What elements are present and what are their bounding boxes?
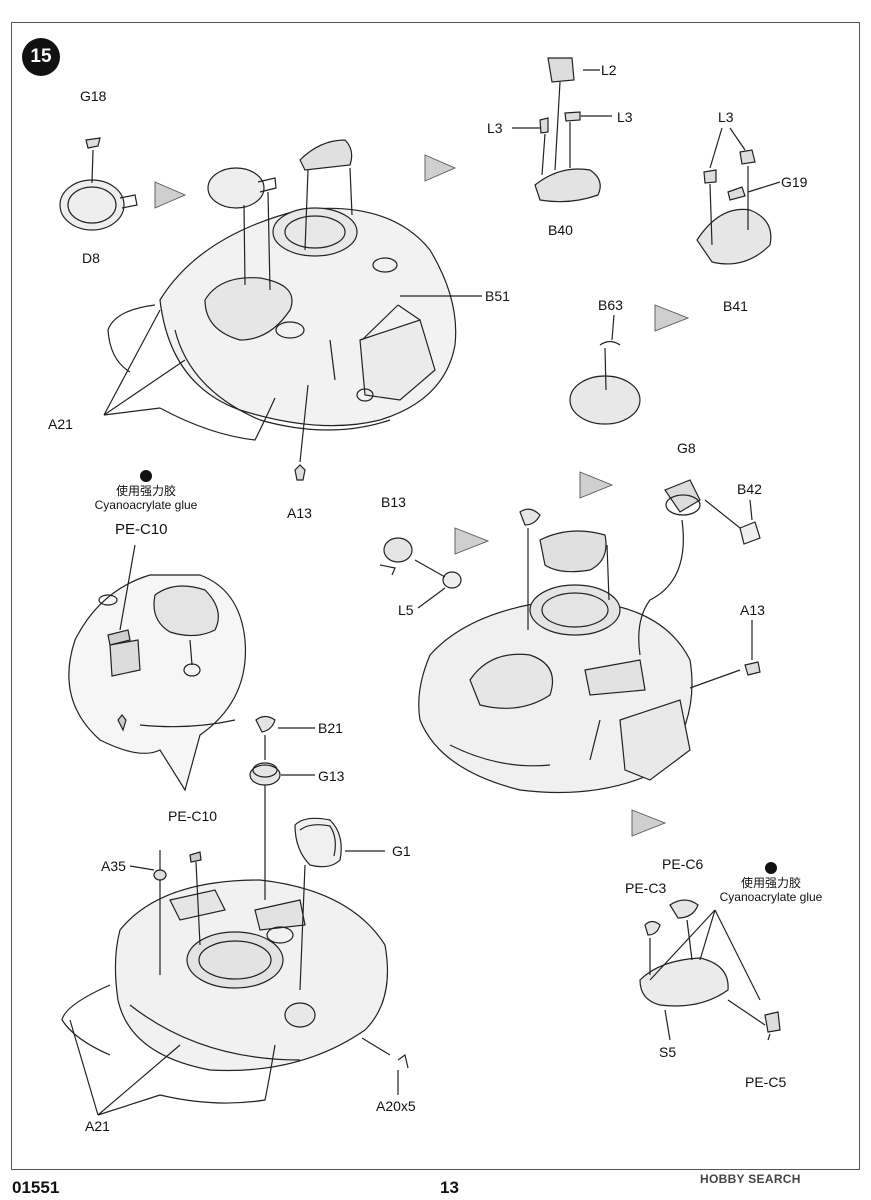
part-s5 (639, 899, 781, 1041)
upper-hull-mid-right (418, 530, 693, 794)
part-a20-leader (361, 1037, 409, 1095)
glue-note-bottom: 使用强力胶 Cyanoacrylate glue (708, 862, 834, 904)
glue-note-en: Cyanoacrylate glue (94, 498, 198, 512)
label-d8: D8 (82, 250, 100, 266)
label-b42: B42 (737, 481, 762, 497)
label-g13: G13 (318, 768, 345, 784)
label-pe-c6: PE-C6 (662, 856, 704, 872)
glue-note-zh: 使用强力胶 (740, 876, 801, 890)
hatch-lid (207, 167, 277, 291)
part-pe-c10-low (189, 851, 202, 946)
page-frame (11, 22, 860, 1170)
grab-handles-a21-top (103, 304, 276, 441)
part-a13-mid (689, 620, 761, 689)
page-number: 13 (440, 1178, 459, 1197)
detail-callout (68, 544, 247, 792)
hatch-pieces-mid (519, 508, 610, 630)
label-l3-left: L3 (487, 120, 503, 136)
label-pe-c10-top: PE-C10 (115, 521, 168, 538)
glue-note-en: Cyanoacrylate glue (719, 890, 823, 904)
upper-hull-top-left (159, 207, 457, 431)
label-a20x5: A20x5 (376, 1098, 416, 1114)
glue-note-top: 使用强力胶 Cyanoacrylate glue (82, 470, 210, 512)
label-a35: A35 (101, 858, 126, 874)
label-a21-top: A21 (48, 416, 73, 432)
part-a13-top (294, 384, 309, 481)
label-b63: B63 (598, 297, 623, 313)
grab-handles-a21-bottom (61, 984, 276, 1116)
label-s5: S5 (659, 1044, 677, 1060)
label-g18: G18 (80, 88, 107, 104)
label-l2: L2 (601, 62, 617, 78)
label-a13-mid: A13 (740, 602, 765, 618)
part-g8-b42 (638, 479, 761, 656)
cupola-top (299, 139, 353, 251)
flow-arrows (154, 154, 690, 837)
hatch-b63 (569, 314, 641, 425)
label-b13: B13 (381, 494, 406, 510)
upper-hull-bottom-left (114, 879, 389, 1072)
product-code: 01551 (12, 1178, 60, 1197)
part-b13 (379, 537, 462, 609)
label-b40: B40 (548, 222, 573, 238)
label-b41: B41 (723, 298, 748, 314)
parts-b21-g13-g1 (249, 715, 385, 991)
part-a35 (129, 850, 167, 975)
label-a21-bottom: A21 (85, 1118, 110, 1134)
label-b51: B51 (485, 288, 510, 304)
hatch-b41 (696, 127, 781, 265)
label-pe-c10-low: PE-C10 (168, 808, 218, 824)
watermark: HOBBY SEARCH (700, 1172, 801, 1186)
hatch-d8 (59, 137, 138, 231)
label-g19: G19 (781, 174, 808, 190)
glue-drop-icon (765, 862, 777, 874)
label-l5: L5 (398, 602, 414, 618)
glue-drop-icon (140, 470, 152, 482)
cupola-b40 (512, 57, 612, 203)
label-g1: G1 (392, 843, 411, 859)
label-pe-c3: PE-C3 (625, 880, 667, 896)
label-g8: G8 (677, 440, 696, 456)
label-pe-c5: PE-C5 (745, 1074, 787, 1090)
label-l3-mid: L3 (617, 109, 633, 125)
label-a13-top: A13 (287, 505, 312, 521)
step-number-badge: 15 (22, 38, 60, 76)
label-l3-right: L3 (718, 109, 734, 125)
glue-note-zh: 使用强力胶 (115, 484, 176, 498)
label-b21: B21 (318, 720, 343, 736)
